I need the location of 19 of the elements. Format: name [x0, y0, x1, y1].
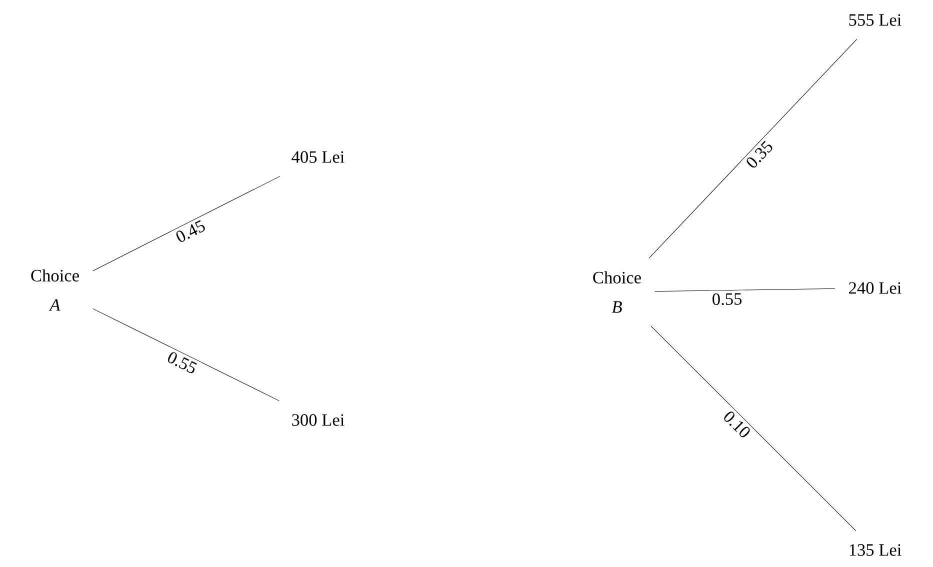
node-title: 135 Lei [850, 544, 902, 556]
branch-line [650, 326, 856, 532]
branch-line [92, 176, 280, 272]
node-title: Choice [31, 269, 79, 282]
node-title: 405 Lei [292, 151, 344, 163]
branch-line [92, 308, 280, 402]
node-title: 240 Lei [849, 282, 902, 294]
probability-label: 0.35 [740, 136, 778, 174]
probability-label: 0.55 [709, 290, 745, 308]
node-title: 555 Lei [849, 14, 902, 26]
probability-label: 0.55 [162, 347, 202, 378]
branch-line [648, 38, 858, 258]
node-symbol: A [48, 299, 60, 311]
node-title: Choice [593, 271, 641, 284]
node-symbol: B [612, 301, 622, 313]
node-title: 300 Lei [292, 414, 344, 426]
probability-label: 0.45 [170, 216, 210, 248]
branch-line [654, 288, 836, 292]
probability-label: 0.10 [718, 406, 756, 444]
